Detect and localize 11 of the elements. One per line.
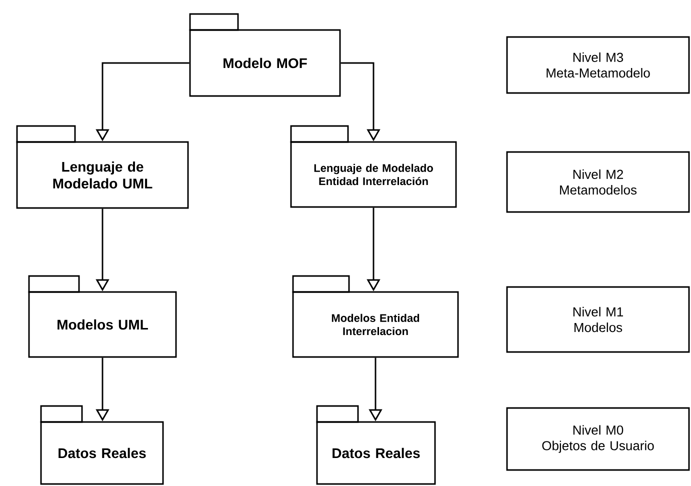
package-box: Datos Reales	[316, 405, 436, 485]
package-box: Lenguaje de Modelado Entidad Interrelación	[290, 125, 457, 208]
level-box: Nivel M1 Modelos	[506, 286, 690, 353]
package-box: Datos Reales	[40, 405, 164, 485]
level-box: Nivel M0 Objetos de Usuario	[506, 407, 690, 471]
package-box: Modelo MOF	[189, 13, 341, 97]
package-box: Lenguaje de Modelado UML	[16, 125, 189, 209]
level-box: Nivel M3 Meta-Metamodelo	[506, 36, 690, 94]
package-box: Modelos Entidad Interrelacion	[292, 275, 459, 358]
package-box: Modelos UML	[28, 275, 177, 358]
level-box: Nivel M2 Metamodelos	[506, 151, 690, 213]
